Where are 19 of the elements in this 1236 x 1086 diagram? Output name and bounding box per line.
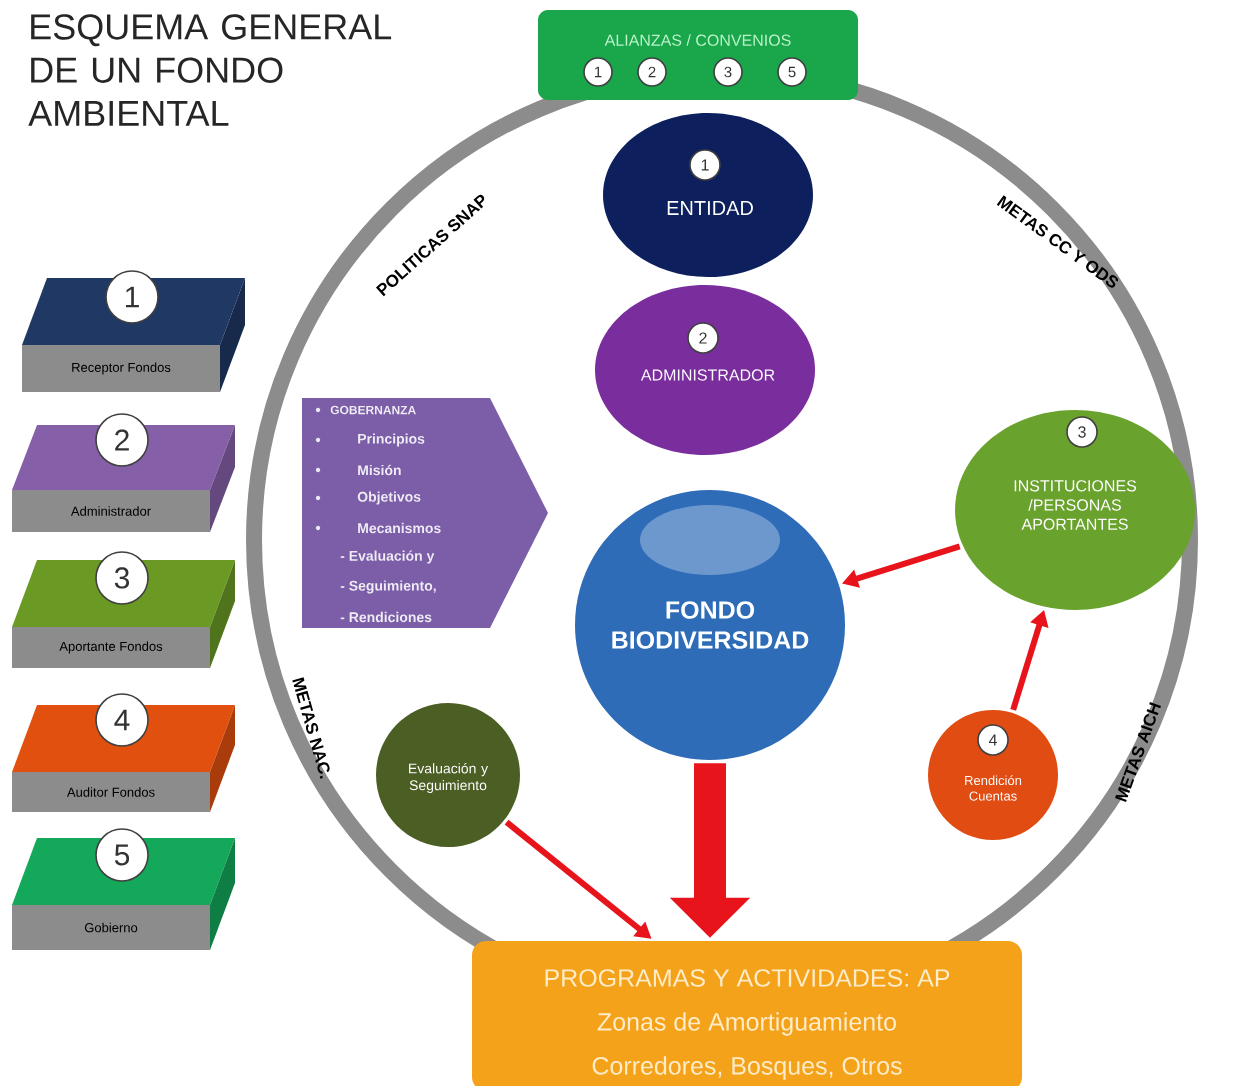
block-label: Gobierno [12,905,210,950]
title: ESQUEMA GENERAL DE UN FONDO AMBIENTAL [28,14,392,126]
number-badge: 2 [637,57,667,87]
block-label: Administrador [12,490,210,532]
block-label: Auditor Fondos [12,772,210,812]
number-badge: 5 [777,57,807,87]
sphere-node: FONDO BIODIVERSIDAD [575,490,845,760]
program-box: PROGRAMAS Y ACTIVIDADES: AP Zonas de Amortiguamiento Corredores, Bosques, Otros [472,941,1022,1086]
number-badge: 3 [1066,416,1098,448]
number-badge: 1 [689,149,721,181]
number-badge: 2 [687,322,719,354]
number-badge: 1 [583,57,613,87]
number-badge: 4 [977,724,1009,756]
block-label: Receptor Fondos [22,345,220,392]
number-badge: 3 [713,57,743,87]
circle-node: Evaluación y Seguimiento [376,703,520,847]
block-label: Aportante Fondos [12,627,210,668]
pentagon-box: GOBERNANZA Principios Misión Objetivos Mecanismos - Evaluación y - Seguimiento, - Rendiciones [302,398,548,628]
ring-label: METAS NAC. [292,677,330,779]
